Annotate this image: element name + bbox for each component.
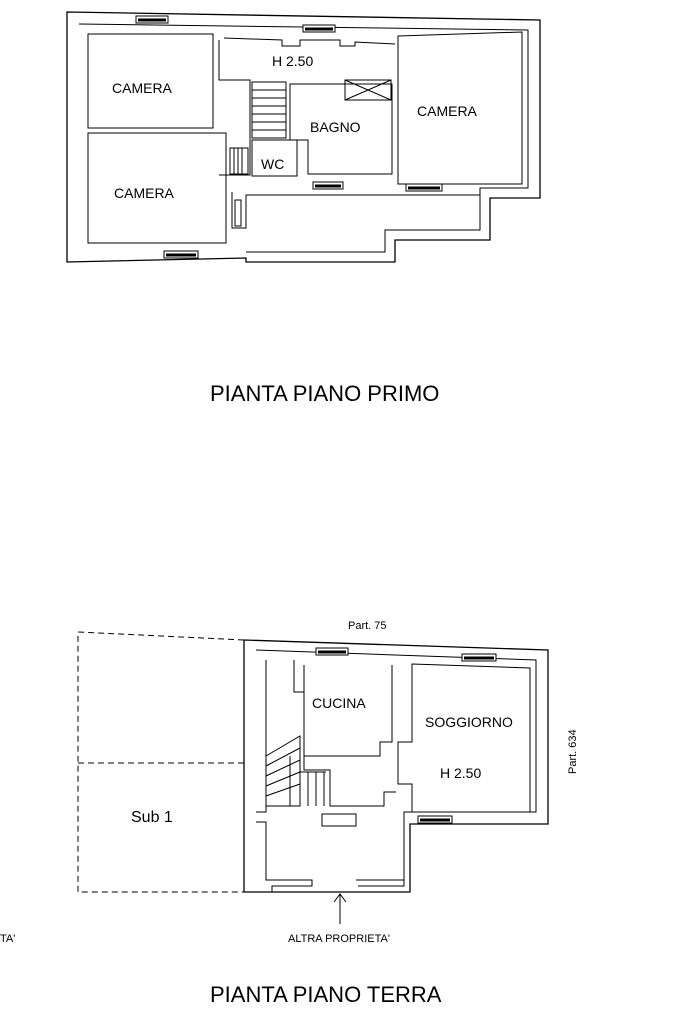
sub1-boundary xyxy=(77,631,245,893)
ground-inner-wall xyxy=(255,649,537,880)
upper-floor-title: PIANTA PIANO PRIMO xyxy=(210,381,439,406)
upper-windows xyxy=(135,15,443,259)
camera-bottom-left-label: CAMERA xyxy=(114,185,175,201)
camera-top-left-room xyxy=(87,33,214,129)
part-75-label: Part. 75 xyxy=(348,620,387,632)
camera-bottom-left-room xyxy=(87,132,227,244)
door-step xyxy=(321,813,357,827)
entrance-arrow xyxy=(333,893,347,924)
wc-room xyxy=(251,139,298,177)
left-inner-walls xyxy=(256,660,267,813)
ground-floor-title: PIANTA PIANO TERRA xyxy=(210,982,442,1007)
ground-floor-plan: CUCINA SOGGIORNO H 2.50 Sub 1 Part. 75 P… xyxy=(0,620,579,945)
cucina-walls xyxy=(293,660,393,757)
corridor-walls xyxy=(303,756,396,807)
hall-walls xyxy=(218,40,251,176)
hall-top-wall xyxy=(223,37,396,47)
upper-floor-plan: CAMERA CAMERA H 2.50 BAGNO WC CAMERA xyxy=(66,11,541,263)
shaft-box xyxy=(344,79,392,101)
cucina-label: CUCINA xyxy=(312,695,366,711)
bagno-label: BAGNO xyxy=(310,119,361,135)
camera-top-left-label: CAMERA xyxy=(112,80,173,96)
upper-outer-wall xyxy=(66,11,541,263)
soggiorno-room xyxy=(397,663,531,813)
camera-right-label: CAMERA xyxy=(417,103,478,119)
entrance-right-walls xyxy=(356,879,405,887)
altra-proprieta-left-label: TA' xyxy=(0,933,15,945)
ground-stairs xyxy=(265,735,326,807)
sub1-label: Sub 1 xyxy=(131,809,173,826)
lower-corridor-wall xyxy=(231,192,480,229)
entrance-walls xyxy=(256,821,313,892)
ground-height-label: H 2.50 xyxy=(440,765,481,781)
ground-windows xyxy=(315,647,497,824)
upper-inner-wall xyxy=(78,23,529,253)
soggiorno-label: SOGGIORNO xyxy=(425,714,513,730)
upper-stairs xyxy=(229,81,287,175)
part-634-label: Part. 634 xyxy=(567,729,579,774)
hall-height-label: H 2.50 xyxy=(272,53,313,69)
ground-outer-wall xyxy=(243,639,549,893)
camera-right-room xyxy=(397,31,523,185)
wc-label: WC xyxy=(261,156,284,172)
altra-proprieta-label: ALTRA PROPRIETA' xyxy=(288,933,390,945)
